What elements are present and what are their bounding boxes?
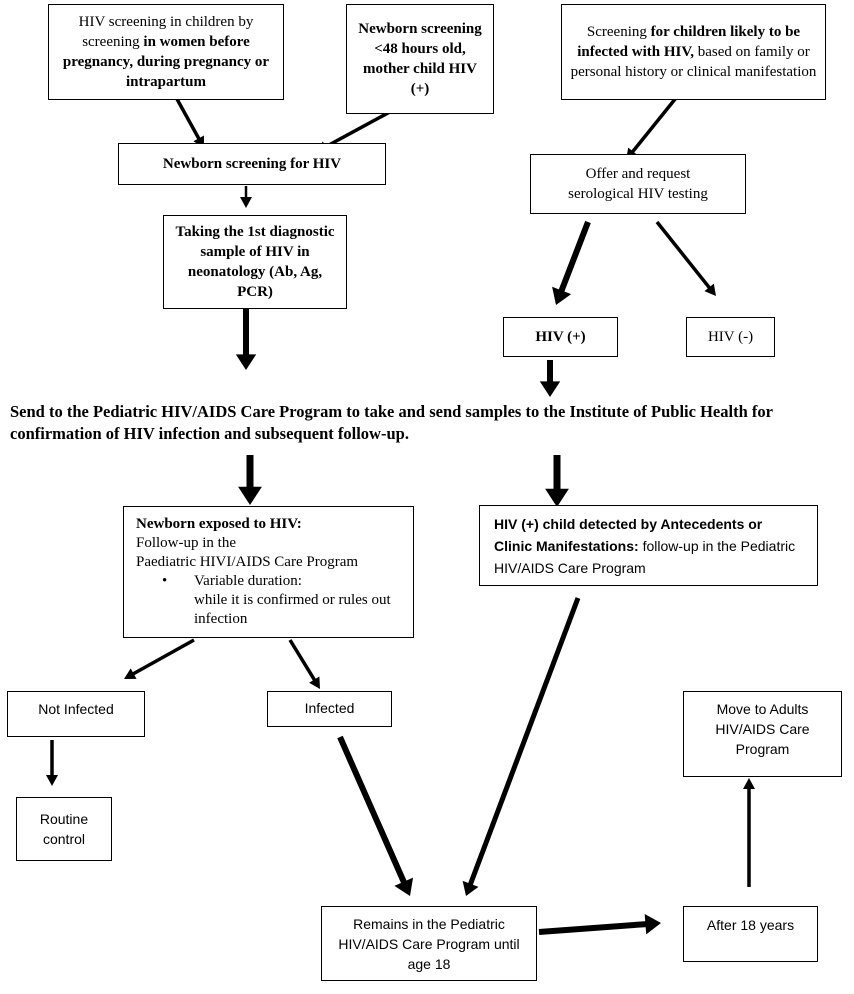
arrow-head [462, 880, 479, 896]
arrow-first-sample-to-banner [235, 306, 257, 370]
arrow-head [545, 488, 569, 507]
arrow-head [309, 676, 320, 689]
node-hiv-neg-text: HIV (-) [707, 329, 754, 345]
node-routine-control-text: Routine control [39, 811, 89, 847]
arrow-hiv-child-detected-to-remains-pediatric [462, 597, 581, 896]
node-infected-text: Infected [304, 700, 355, 716]
arrow-newborn-screening-to-first-sample [240, 186, 252, 208]
arrow-not-infected-to-routine-control [46, 740, 58, 786]
arrow-head [124, 668, 137, 679]
arrow-head [240, 197, 252, 208]
arrow-shaft [288, 639, 317, 682]
node-offer-testing-text: Offer and request serological HIV testin… [568, 166, 708, 202]
node-remains-pediatric-text: Remains in the Pediatric HIV/AIDS Care P… [338, 915, 520, 972]
node-screening-women-bold: in women before pregnancy, during pregna… [62, 34, 270, 90]
arrow-shaft [467, 597, 581, 886]
arrow-head [238, 486, 262, 505]
node-hiv-child-detected-bold: HIV (+) child detected by Antecedents or… [494, 515, 763, 554]
arrow-head [394, 877, 414, 896]
bullet-text: Variable duration: [194, 573, 302, 589]
node-hiv-pos-text: HIV (+) [535, 329, 586, 345]
banner-send-program: Send to the Pediatric HIV/AIDS Care Prog… [10, 402, 773, 443]
bullet-continuation: while it is confirmed or rules out infec… [194, 592, 391, 627]
arrow-shaft [558, 220, 591, 293]
node-routine-control: Routine control [16, 797, 112, 861]
arrow-shaft [131, 638, 195, 676]
arrow-newborn-exposed-to-not-infected [124, 638, 195, 679]
arrow-head [539, 381, 561, 397]
arrow-infected-to-remains-pediatric [337, 735, 414, 896]
arrow-shaft [538, 921, 647, 935]
node-move-adults-text: Move to Adults HIV/AIDS Care Program [715, 701, 810, 757]
node-not-infected: Not Infected [7, 691, 145, 737]
node-newborn-exposed-line2: Paediatric HIVI/AIDS Care Program [136, 554, 359, 570]
node-remains-pediatric: Remains in the Pediatric HIV/AIDS Care P… [321, 906, 537, 981]
bullet-item: Variable duration: while it is confirmed … [162, 572, 401, 629]
arrow-shaft [655, 220, 712, 290]
node-screening-children-post: based on family or personal history or c… [570, 44, 817, 80]
node-offer-testing: Offer and request serological HIV testin… [530, 154, 746, 214]
node-hiv-child-detected: HIV (+) child detected by Antecedents or… [479, 505, 818, 586]
node-newborn-48h: Newborn screening <48 hours old, mother … [346, 4, 494, 114]
arrow-head [552, 286, 572, 305]
node-screening-children-bold: for children likely to be infected with … [577, 24, 801, 60]
node-hiv-pos: HIV (+) [503, 317, 618, 357]
arrow-offer-testing-to-hiv-pos [552, 220, 591, 305]
arrow-remains-pediatric-to-after-18 [538, 913, 661, 935]
arrow-newborn-exposed-to-infected [288, 639, 320, 689]
node-not-infected-text: Not Infected [38, 701, 114, 717]
node-newborn-screening-text: Newborn screening for HIV [162, 156, 342, 172]
node-move-adults: Move to Adults HIV/AIDS Care Program [683, 691, 842, 777]
arrow-head [743, 778, 755, 789]
arrow-head [235, 354, 257, 370]
arrow-offer-testing-to-hiv-neg [655, 220, 716, 296]
node-hiv-neg: HIV (-) [686, 317, 775, 357]
node-screening-women-pre: HIV screening in children by screening [78, 14, 254, 50]
arrow-banner-to-newborn-exposed [238, 455, 262, 505]
node-screening-children: Screening for children likely to be infe… [561, 4, 826, 100]
node-screening-children-pre: Screening [586, 24, 651, 40]
node-newborn-screening: Newborn screening for HIV [118, 143, 386, 185]
node-newborn-exposed-line1: Follow-up in the [136, 535, 236, 551]
arrow-banner-to-hiv-child-detected [545, 455, 569, 507]
arrow-head [644, 913, 661, 935]
arrow-head [46, 775, 58, 786]
arrow-hiv-pos-to-banner [539, 360, 561, 397]
node-after-18-text: After 18 years [706, 917, 795, 933]
node-newborn-exposed: Newborn exposed to HIV: Follow-up in the… [123, 506, 414, 638]
node-newborn-exposed-title: Newborn exposed to HIV: [136, 516, 302, 532]
node-newborn-48h-text: Newborn screening <48 hours old, mother … [358, 21, 482, 97]
node-first-sample: Taking the 1st diagnostic sample of HIV … [163, 215, 347, 309]
arrow-head [704, 283, 716, 296]
node-infected: Infected [267, 691, 392, 727]
node-first-sample-text: Taking the 1st diagnostic sample of HIV … [175, 224, 335, 300]
node-hiv-child-detected-post: follow-up in the Pediatric HIV/AIDS Care… [494, 537, 796, 576]
node-screening-women: HIV screening in children by screening i… [48, 4, 284, 100]
node-after-18: After 18 years [683, 906, 818, 962]
arrow-shaft [337, 735, 407, 884]
node-newborn-exposed-bullets: Variable duration: while it is confirmed … [136, 572, 401, 629]
arrow-after-18-to-move-adults [743, 778, 755, 887]
